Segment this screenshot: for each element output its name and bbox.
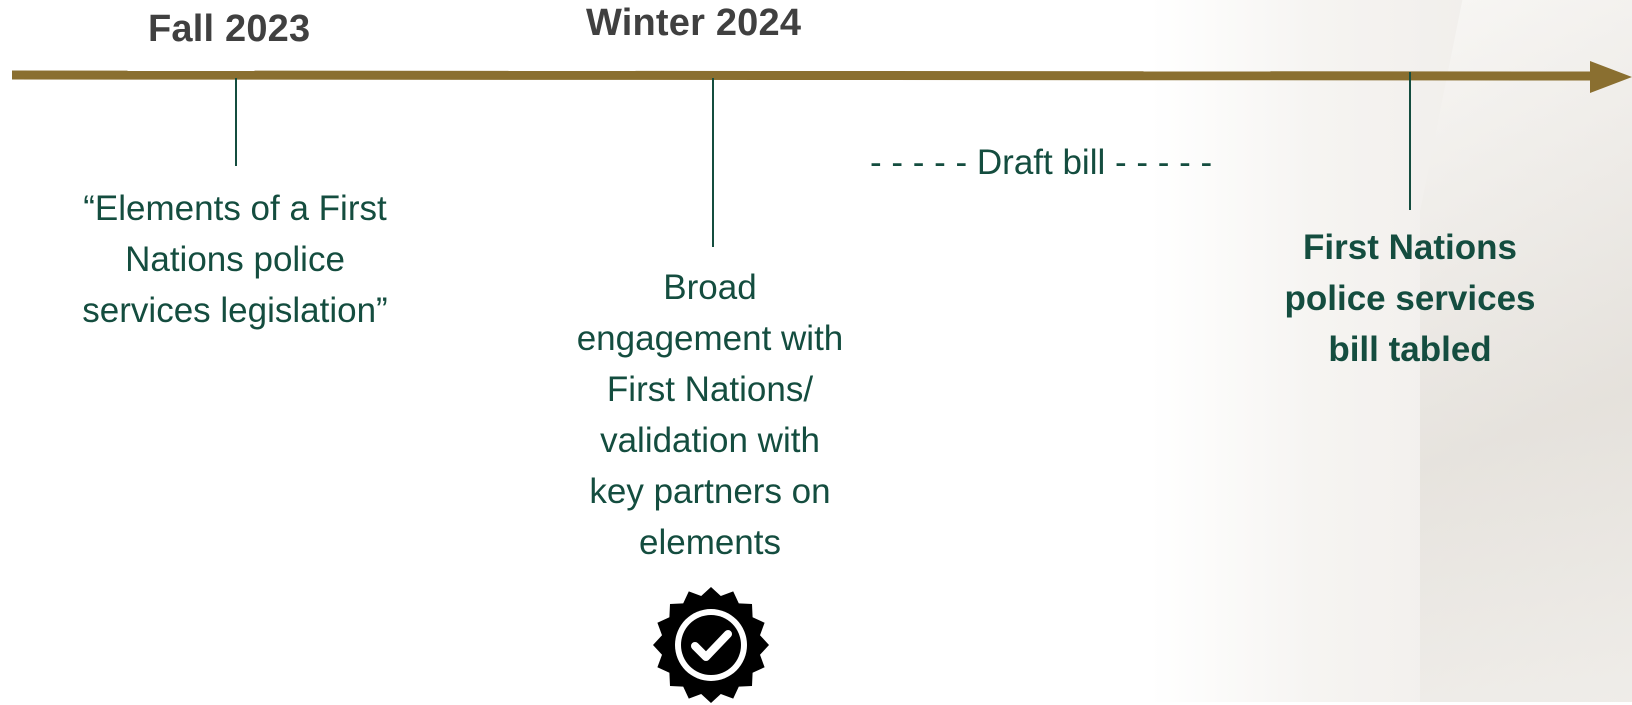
verified-check-badge-icon (653, 587, 769, 703)
event-engagement-line: key partners on (589, 472, 831, 511)
timeline-arrow-head (1590, 61, 1632, 93)
event-bill-line: First Nations (1303, 228, 1517, 267)
event-bill-tabled: First Nations police services bill table… (1260, 222, 1560, 375)
event-bill-line: bill tabled (1328, 330, 1492, 369)
period-winter-2024: Winter 2024 (586, 2, 802, 44)
event-engagement-line: First Nations/ (606, 370, 814, 409)
event-elements-legislation: “Elements of a First Nations police serv… (40, 183, 430, 336)
period-fall-2023: Fall 2023 (148, 8, 311, 50)
draft-bill-label: - - - - - Draft bill - - - - - (870, 143, 1213, 182)
event-elements-line: Nations police (125, 240, 345, 279)
event-bill-line: police services (1284, 279, 1536, 318)
event-elements-line: services legislation” (82, 291, 388, 330)
event-engagement-line: engagement with (576, 319, 844, 358)
event-engagement-line: Broad (663, 268, 757, 307)
timeline-arrow-line (11, 70, 1593, 81)
event-broad-engagement: Broad engagement with First Nations/ val… (550, 262, 870, 568)
event-engagement-line: validation with (600, 421, 820, 460)
background-fold (1420, 0, 1632, 702)
event-engagement-line: elements (638, 523, 782, 562)
event-elements-line: “Elements of a First (83, 189, 387, 228)
